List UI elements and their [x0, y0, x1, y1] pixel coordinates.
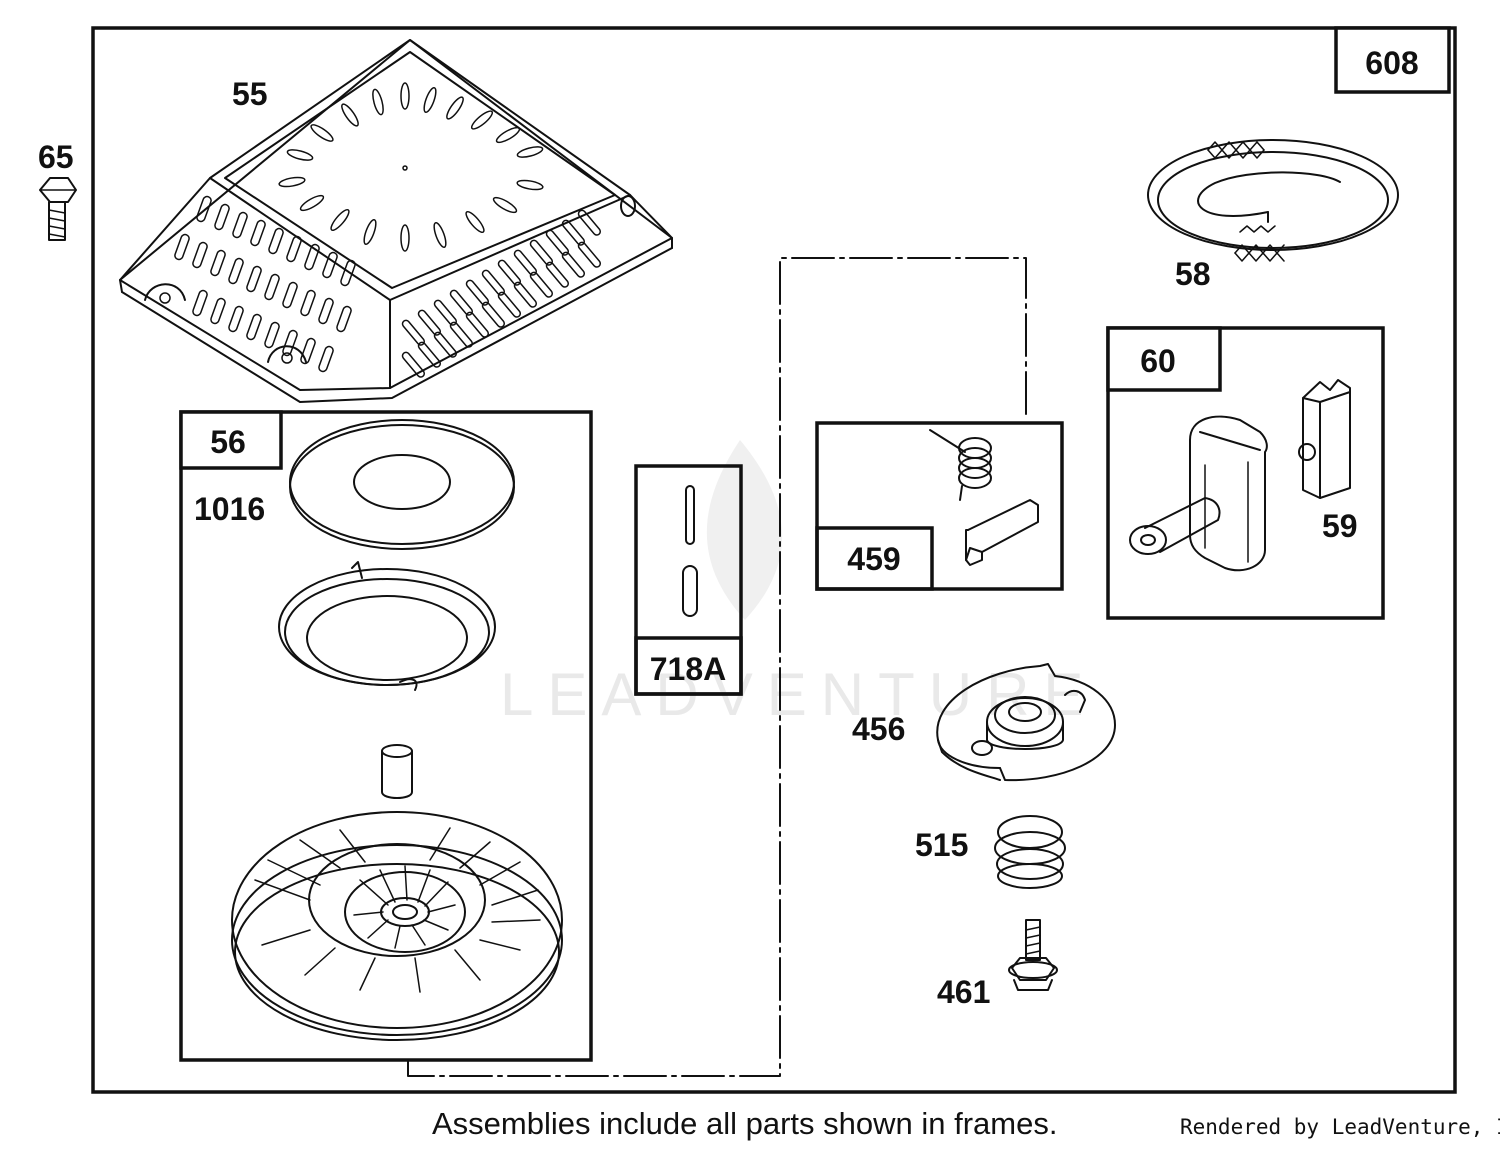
pulley-part [231, 811, 563, 1041]
part-label-55: 55 [232, 76, 268, 112]
spring-part [929, 429, 992, 501]
part-label-461: 461 [937, 974, 990, 1010]
outer-frame [91, 26, 1457, 1094]
bolt-part: 65 [38, 139, 77, 241]
frame-56: 56 1016 [179, 410, 593, 1062]
leader-line [407, 257, 1027, 1077]
blower-housing-part: 55 [119, 39, 673, 403]
frame-60: 60 59 [1106, 326, 1385, 620]
rope-clip-part [1298, 379, 1351, 499]
footer-note: Assemblies include all parts shown in fr… [432, 1106, 1057, 1141]
pin-part [381, 744, 413, 799]
recoil-spring-part [278, 561, 496, 691]
compression-spring-part: 515 [915, 815, 1066, 889]
watermark-text: LEADVENTURE [500, 661, 1097, 728]
footer-credit: Rendered by LeadVenture, Inc. [1180, 1115, 1500, 1139]
handle-part [1129, 415, 1268, 572]
screw-part: 461 [937, 919, 1058, 1010]
part-label-65: 65 [38, 139, 74, 175]
watermark: LEADVENTURE [500, 440, 1097, 728]
frame-718a: 718A [634, 464, 743, 696]
part-label-515: 515 [915, 827, 968, 863]
part-label-58: 58 [1175, 256, 1211, 292]
part-label-456: 456 [852, 711, 905, 747]
dowel-pins-part [682, 485, 698, 617]
part-label-1016: 1016 [194, 491, 265, 527]
assembly-number-label: 608 [1365, 45, 1418, 81]
pawl-part [965, 499, 1039, 566]
part-label-56: 56 [210, 424, 246, 460]
washer-part [289, 419, 515, 550]
part-label-59: 59 [1322, 508, 1358, 544]
part-label-718a: 718A [650, 651, 727, 687]
frame-459: 459 [815, 421, 1064, 591]
starter-cup-part: 456 [852, 663, 1116, 782]
assembly-number-box: 608 [1334, 26, 1451, 94]
part-label-60: 60 [1140, 343, 1176, 379]
part-label-459: 459 [847, 541, 900, 577]
rope-part: 58 [1147, 139, 1399, 292]
